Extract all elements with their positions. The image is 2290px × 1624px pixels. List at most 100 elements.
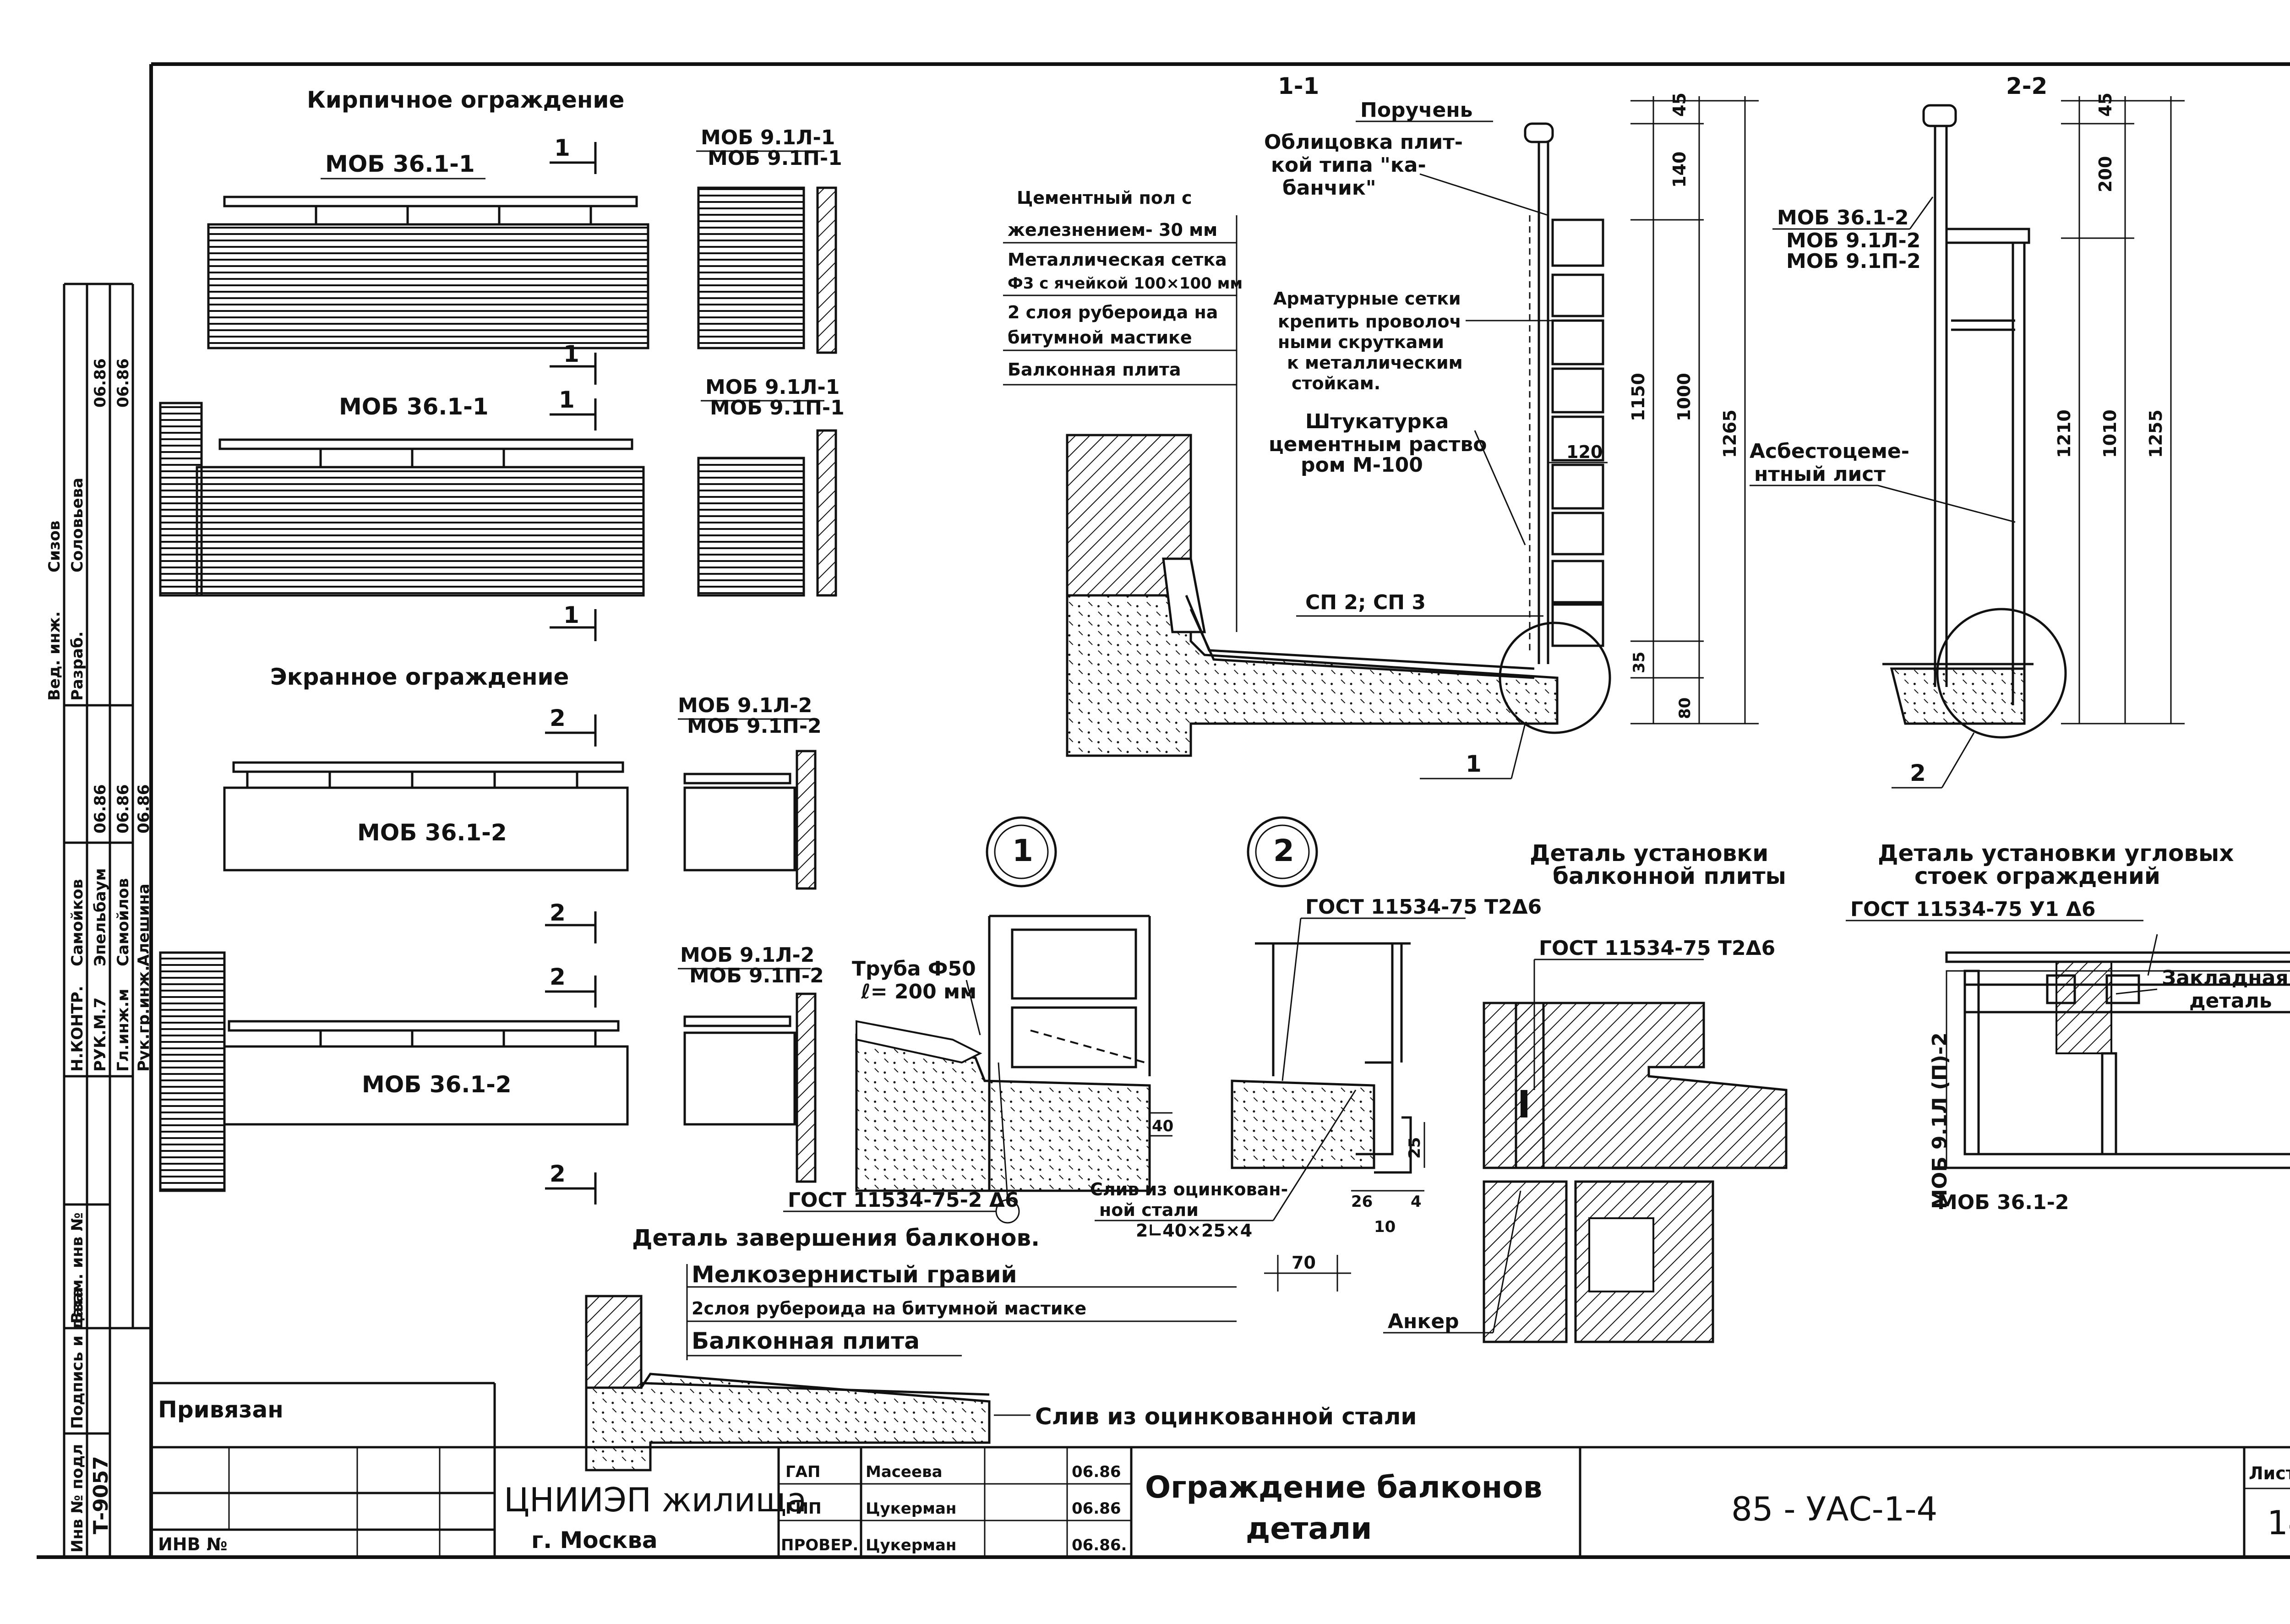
dim-1265: 1265	[1720, 409, 1740, 458]
brick-fence-label-a: МОБ 36.1-1	[325, 151, 475, 177]
detail-2-number: 2	[1273, 833, 1294, 868]
plate-slab	[1515, 1002, 1788, 1169]
section-2-2: 2-2 МОБ 36.1-2 МОБ 9.1Л-2 МОБ 9.1П-2 Асб…	[1750, 73, 2185, 789]
role-gip: ГИП	[785, 1499, 822, 1518]
end-layer-2: 2слоя рубероида на битумной мастике	[692, 1298, 1086, 1319]
side-date-1: 06.86	[91, 784, 109, 834]
date-2: 06.86	[1072, 1499, 1121, 1518]
brick-fence-title: Кирпичное ограждение	[307, 87, 624, 113]
mesh-label-1: Арматурные сетки	[1273, 289, 1461, 309]
mesh-label-3: ными скрутками	[1278, 332, 1444, 352]
side-name-6: Соловьева	[68, 478, 87, 572]
dim-25: 25	[1406, 1137, 1424, 1159]
floor-layer-4: Ф3 с ячейкой 100×100 мм	[1008, 274, 1243, 293]
facing-label-1: Облицовка плит-	[1264, 131, 1463, 154]
screen-fence-views: Экранное ограждение МОБ 36.1-2 2 2 МОБ 9…	[159, 664, 824, 1204]
drawing-code: 85 - УАС-1-4	[1731, 1490, 1937, 1528]
side-field-1: Взам. инв №	[68, 1212, 87, 1324]
side-name-2: Эпельбаум	[91, 868, 109, 966]
side-role-4: Рук.гр.инж.	[135, 965, 153, 1072]
dim2-1210: 1210	[2054, 409, 2074, 458]
s22-label-2: МОБ 9.1Л-2	[1786, 229, 1920, 252]
dimension-chain-2-2: 45 200 1010 1210 1255	[2054, 93, 2185, 725]
end-layer-1: Мелкозернистый гравий	[692, 1261, 1017, 1288]
drawing-title-2: детали	[1246, 1511, 1372, 1546]
side-name-3: Самойлов	[114, 878, 132, 966]
brick-panel-b	[196, 466, 645, 597]
floor-layer-3: Металлическая сетка	[1008, 250, 1227, 270]
corner-detail-gost: ГОСТ 11534-75 У1 Δ6	[1850, 898, 2095, 921]
dim-26: 26	[1351, 1193, 1373, 1211]
end-detail-title: Деталь завершения балконов.	[632, 1225, 1040, 1251]
corner-post-detail: Деталь установки угловых стоек ограждени…	[1846, 840, 2290, 1214]
drip-label-2: ной стали	[1099, 1200, 1199, 1220]
balcony-slab-2	[1890, 667, 2026, 725]
section-2-2-title: 2-2	[2006, 73, 2047, 99]
slab-detail-1	[855, 1033, 1151, 1192]
sheet-label: Лист	[2249, 1463, 2290, 1483]
sheet-number: 14	[2267, 1504, 2290, 1542]
detail-2: 2 ГОСТ 11534-75 Т2Δ6 Слив из оцинкован- …	[1090, 816, 1542, 1292]
facing-label-2: кой типа "ка-	[1271, 153, 1426, 177]
drip-label-1: Слив из оцинкован-	[1090, 1179, 1288, 1199]
handrail-label: Поручень	[1360, 98, 1473, 122]
screen-fence-title: Экранное ограждение	[270, 664, 569, 690]
org-name: ЦНИИЭП жилища	[504, 1481, 807, 1519]
asbestos-label-2: нтный лист	[1754, 463, 1886, 486]
side-label-b2: МОБ 9.1П-1	[710, 396, 845, 420]
dim-40: 40	[1152, 1117, 1173, 1135]
section-1-1-title: 1-1	[1278, 73, 1319, 99]
dim-120: 120	[1566, 442, 1603, 462]
handrail-b	[218, 438, 633, 450]
side-date-2: 06.86	[114, 784, 132, 834]
end-drip-label: Слив из оцинкованной стали	[1035, 1403, 1417, 1430]
dim-80: 80	[1676, 698, 1694, 719]
side-stamp: Н.КОНТР. Самойков РУК.М.7 Эпельбаум Гл.и…	[45, 283, 153, 1557]
side-view-a	[697, 186, 805, 349]
detail-callout-1	[1499, 621, 1611, 734]
plaster-label-2: цементным раство	[1269, 433, 1487, 456]
side-label-c2: МОБ 9.1П-2	[687, 714, 822, 738]
floor-layer-7: Балконная плита	[1008, 360, 1181, 380]
date-3: 06.86.	[1072, 1536, 1127, 1554]
embedded-label-1: Закладная	[2162, 966, 2289, 990]
side-date-6: 06.86	[114, 358, 132, 408]
dim-10: 10	[1374, 1218, 1396, 1236]
section-1-1: 1-1 Поручень Облицовка плит- кой типа "к…	[1003, 73, 1759, 779]
side-role-6: Разраб.	[68, 631, 87, 701]
inv-label: ИНВ №	[158, 1534, 228, 1554]
facing-label-3: банчик"	[1282, 176, 1376, 200]
mesh-label-4: к металлическим	[1287, 353, 1463, 373]
side-label-c1: МОБ 9.1Л-2	[678, 694, 812, 717]
handrail-a	[223, 196, 638, 207]
floor-layer-5: 2 слоя рубероида на	[1008, 302, 1218, 322]
name-2: Цукерман	[866, 1499, 956, 1518]
balcony-plate-detail: Деталь установки балконной плиты ГОСТ 11…	[1383, 840, 1788, 1343]
handrail-c	[232, 761, 624, 773]
side-date-5: 06.86	[91, 358, 109, 408]
plate-detail-title-2: балконной плиты	[1553, 863, 1786, 889]
s22-label-1: МОБ 36.1-2	[1777, 206, 1908, 229]
plaster-label-3: ром М-100	[1301, 453, 1423, 477]
side-field-2: Подпись и дата	[68, 1287, 87, 1429]
detail-1: 1 Труба Ф50 ℓ= 200 мм 40 ГОСТ 11534-75-2…	[783, 816, 1173, 1224]
pipe-label-1: Труба Ф50	[852, 957, 976, 981]
title-block: Привязан ИНВ № ЦНИИЭП жилища г. Москва Г…	[151, 1382, 2290, 1557]
corner-detail-title-2: стоек ограждений	[1914, 863, 2160, 889]
pipe-label-2: ℓ= 200 мм	[861, 980, 976, 1003]
corner-detail-title-1: Деталь установки угловых	[1878, 840, 2234, 866]
dim2-1255: 1255	[2146, 409, 2166, 458]
plate-detail-gost: ГОСТ 11534-75 Т2Δ6	[1539, 937, 1775, 960]
floor-layer-6: битумной мастике	[1008, 327, 1192, 348]
side-label-b1: МОБ 9.1Л-1	[705, 376, 840, 399]
side-inv-no: Т-9057	[89, 1456, 113, 1534]
dim-1000: 1000	[1674, 373, 1694, 421]
cut-mark-2c: 2	[550, 964, 566, 990]
dimension-chain-1-1: 45 140 1000 1150 1265 35 80	[1628, 93, 1759, 725]
dim-35: 35	[1630, 652, 1648, 673]
cut-mark-2d: 2	[550, 1161, 566, 1187]
corner-vertical-label: МОБ 9.1Л (П)-2	[1928, 1032, 1952, 1209]
cut-mark-1c: 1	[559, 387, 575, 413]
dim2-45: 45	[2095, 93, 2116, 117]
sheet-frame	[37, 62, 2290, 1559]
